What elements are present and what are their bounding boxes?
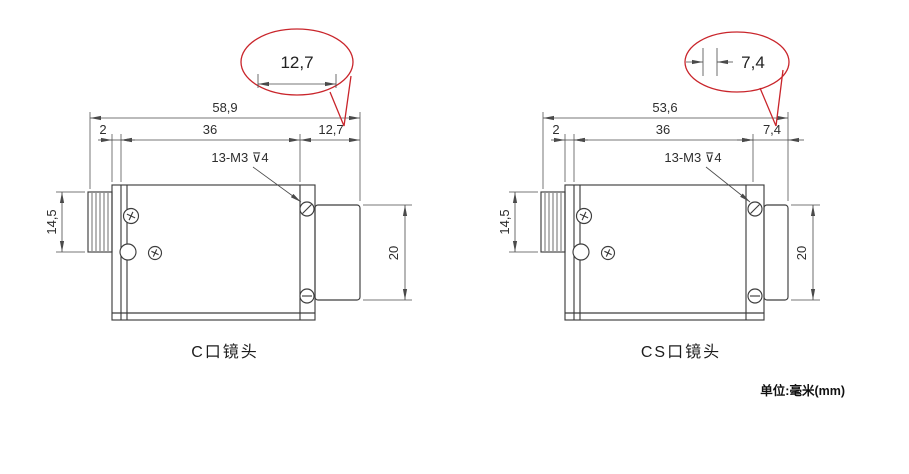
dim-edge-offset: 2 — [552, 122, 559, 137]
lens-mount-barrel — [763, 204, 789, 301]
dim-total-width: 58,9 — [212, 100, 237, 115]
thread-leader-line — [252, 166, 302, 203]
unit-note: 单位:毫米(mm) — [760, 383, 845, 398]
dim-mount-height: 20 — [386, 246, 401, 260]
dim-edge-offset: 2 — [99, 122, 106, 137]
caption-cs-mount: CS口镜头 — [641, 342, 721, 361]
callout-ellipse — [684, 31, 790, 93]
dimension-lines — [59, 115, 408, 300]
dim-connector-height: 14,5 — [497, 209, 512, 234]
connector-thread — [540, 191, 566, 253]
dim-mount-depth: 12,7 — [318, 122, 343, 137]
lens-mount-barrel — [314, 204, 361, 301]
dim-body-width: 36 — [203, 122, 217, 137]
extension-lines — [509, 112, 820, 301]
dim-mount-depth: 7,4 — [763, 122, 781, 137]
dim-mount-height: 20 — [794, 246, 809, 260]
callout-tail — [329, 75, 352, 127]
cs-mount-drawing: 53,6 2 36 7,4 13-M3 ⊽4 14,5 20 7,4 CS口镜头 — [497, 31, 820, 361]
dimension-lines — [512, 115, 816, 300]
hole-icon — [119, 243, 137, 261]
magnifier-callout: 12,7 — [240, 28, 354, 127]
dim-total-width: 53,6 — [652, 100, 677, 115]
magnifier-callout: 7,4 — [684, 31, 790, 127]
flange-screws — [747, 201, 763, 304]
hole-icon — [572, 243, 590, 261]
dim-body-width: 36 — [656, 122, 670, 137]
flange-screws — [299, 201, 315, 304]
callout-ellipse — [240, 28, 354, 96]
callout-value: 12,7 — [280, 53, 313, 72]
thread-note: 13-M3 ⊽4 — [664, 150, 721, 165]
body-screws — [119, 207, 163, 261]
dim-connector-height: 14,5 — [44, 209, 59, 234]
body-screws — [572, 207, 616, 261]
caption-c-mount: C口镜头 — [191, 342, 259, 361]
c-mount-drawing: 58,9 2 36 12,7 13-M3 ⊽4 14,5 20 12,7 C口镜… — [44, 28, 412, 361]
thread-note: 13-M3 ⊽4 — [211, 150, 268, 165]
connector-thread — [87, 191, 113, 253]
callout-tail — [759, 69, 784, 127]
callout-value: 7,4 — [741, 53, 765, 72]
thread-leader-line — [705, 166, 751, 203]
